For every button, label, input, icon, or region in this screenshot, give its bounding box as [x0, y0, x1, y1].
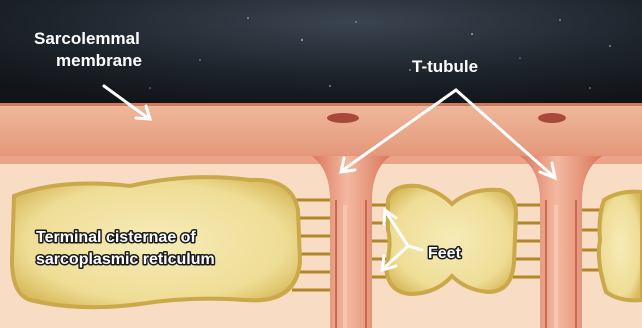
sarcolemmal-membrane	[0, 104, 642, 156]
membrane-pit	[327, 113, 359, 123]
label-sarcolemmal-line1: Sarcolemmal	[34, 29, 140, 48]
membrane-outer-edge	[0, 103, 642, 106]
label-terminal-line1: Terminal cisternae of	[36, 229, 196, 246]
label-terminal-line2: sarcoplasmic reticulum	[36, 251, 215, 268]
label-feet: Feet	[428, 245, 462, 262]
terminal-cisterna-right	[599, 192, 642, 301]
membrane-pit	[538, 113, 566, 123]
label-t-tubule: T-tubule	[412, 57, 478, 76]
label-sarcolemmal-line2: membrane	[56, 51, 142, 70]
